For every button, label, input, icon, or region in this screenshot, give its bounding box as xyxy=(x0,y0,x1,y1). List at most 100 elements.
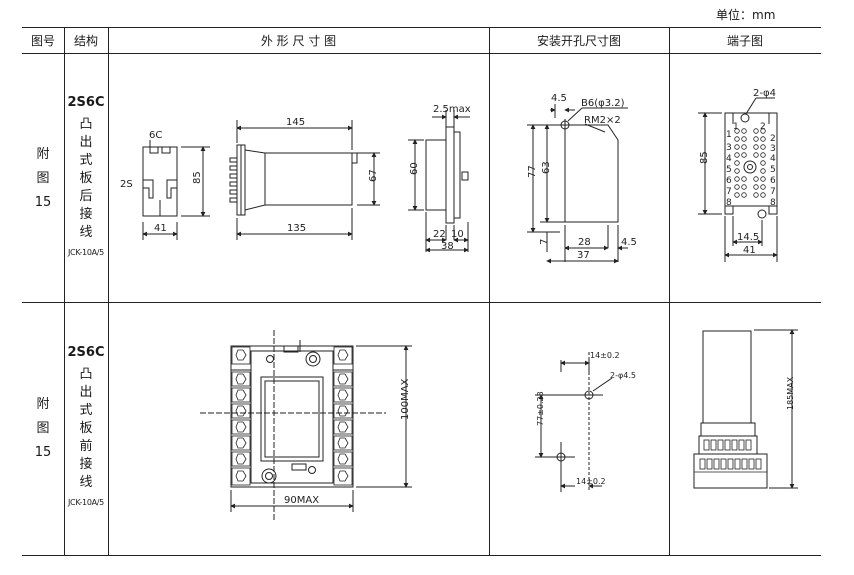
col-divider-3 xyxy=(489,27,490,555)
fig-no-char: 附 xyxy=(36,397,50,412)
structure-char: 凸 xyxy=(79,117,93,132)
structure-char: 式 xyxy=(79,403,93,418)
row2-figure-no: 附 图 15 xyxy=(22,393,64,465)
col-divider-1 xyxy=(64,27,65,555)
dim-rm2x2: RM2×2 xyxy=(584,115,621,126)
row2-mount-view xyxy=(535,352,613,492)
fig-no-char: 15 xyxy=(34,195,52,210)
terminal-number: 8 xyxy=(770,198,776,208)
table-top-border xyxy=(22,27,821,28)
dim-2s: 2S xyxy=(120,179,133,190)
dim-185max: 185MAX xyxy=(786,376,795,410)
dim-14-bottom: 14±0.2 xyxy=(576,477,606,486)
row1-side-view-a xyxy=(142,140,210,240)
terminal-number: 8 xyxy=(726,198,732,208)
header-bottom-border xyxy=(22,53,821,54)
row1-terminal-view xyxy=(698,97,778,262)
fig-no-char: 15 xyxy=(34,445,52,460)
dim-2-phi4-5: 2-φ4.5 xyxy=(610,371,636,380)
col-divider-4 xyxy=(669,27,670,555)
dim-135: 135 xyxy=(287,223,306,234)
header-terminal: 端子图 xyxy=(726,34,763,48)
terminal-number: 3 xyxy=(726,143,732,153)
row1-figure-no: 附 图 15 xyxy=(22,143,64,215)
row2-structure: 2S6C 凸 出 式 板 前 接 线 JCK-10A/5 xyxy=(64,345,108,507)
row-divider xyxy=(22,302,821,303)
dim-41-terminal: 41 xyxy=(743,245,756,256)
structure-char: 线 xyxy=(79,475,93,490)
dim-145: 145 xyxy=(286,117,305,128)
dim-28: 28 xyxy=(578,237,591,248)
row1-structure: 2S6C 凸 出 式 板 后 接 线 JCK-10A/5 xyxy=(64,95,108,257)
terminal-number: 5 xyxy=(770,165,776,175)
table-bottom-border xyxy=(22,555,821,556)
terminal-label-1: 1 xyxy=(733,122,739,132)
row2-front-view xyxy=(200,330,412,520)
header-figure-no: 图号 xyxy=(30,34,55,48)
dim-77: 77 xyxy=(527,165,538,178)
model-code: JCK-10A/5 xyxy=(68,498,104,507)
dim-37: 37 xyxy=(577,250,590,261)
dim-10: 10 xyxy=(451,229,464,240)
dim-85: 85 xyxy=(192,171,203,184)
terminal-number-column-left: 1 3 4 5 6 7 8 xyxy=(726,130,732,208)
row1-side-view-b xyxy=(408,110,470,253)
dim-77-tol: 77±0.23 xyxy=(536,391,545,426)
row1-terminal-pins xyxy=(734,128,766,198)
structure-char: 凸 xyxy=(79,367,93,382)
structure-char: 出 xyxy=(79,135,93,150)
dim-14-top: 14±0.2 xyxy=(590,351,620,360)
dim-2-5max: 2.5max xyxy=(433,104,471,115)
dim-100max: 100MAX xyxy=(400,378,411,420)
structure-char: 式 xyxy=(79,153,93,168)
dim-b6: B6(φ3.2) xyxy=(581,98,625,109)
dim-14-5: 14.5 xyxy=(737,232,759,243)
structure-char: 后 xyxy=(79,189,93,204)
dim-4-5-top: 4.5 xyxy=(551,93,567,104)
terminal-number: 3 xyxy=(770,144,776,154)
dim-85-terminal: 85 xyxy=(699,151,710,164)
header-structure: 结构 xyxy=(73,34,98,48)
structure-code: 2S6C xyxy=(67,95,105,110)
structure-char: 板 xyxy=(79,421,93,436)
structure-char: 板 xyxy=(79,171,93,186)
terminal-number: 7 xyxy=(770,187,776,197)
dim-6c: 6C xyxy=(149,130,162,141)
structure-char: 接 xyxy=(79,457,93,472)
row2-terminal-view xyxy=(693,329,798,489)
terminal-label-2: 2 xyxy=(760,122,766,132)
dim-63: 63 xyxy=(541,161,552,174)
terminal-number: 6 xyxy=(770,176,776,186)
model-code: JCK-10A/5 xyxy=(68,248,104,257)
row2-terminal-blocks xyxy=(231,346,353,486)
fig-no-char: 图 xyxy=(36,421,50,436)
row1-mount-view xyxy=(527,104,628,264)
fig-no-char: 图 xyxy=(36,171,50,186)
dim-38: 38 xyxy=(441,241,454,252)
header-outline: 外 形 尺 寸 图 xyxy=(260,34,337,48)
terminal-number-column-right: 2 3 4 5 6 7 8 xyxy=(770,134,776,208)
dim-67: 67 xyxy=(368,169,379,182)
row1-front-view xyxy=(229,120,380,240)
dim-7: 7 xyxy=(539,239,550,245)
fig-no-char: 附 xyxy=(36,147,50,162)
dim-2-phi4: 2-φ4 xyxy=(753,88,776,99)
unit-label: 单位：mm xyxy=(716,8,776,22)
terminal-number: 1 xyxy=(726,130,732,140)
row2-terminal-slots xyxy=(694,439,767,473)
terminal-number: 7 xyxy=(726,187,732,197)
terminal-number: 6 xyxy=(726,176,732,186)
terminal-number: 5 xyxy=(726,165,732,175)
col-divider-2 xyxy=(108,27,109,555)
terminal-number: 2 xyxy=(770,134,776,144)
dim-41: 41 xyxy=(154,223,167,234)
header-mounting: 安装开孔尺寸图 xyxy=(536,34,621,48)
dim-90max: 90MAX xyxy=(284,495,319,506)
dim-22: 22 xyxy=(433,229,446,240)
structure-char: 出 xyxy=(79,385,93,400)
terminal-number: 4 xyxy=(726,154,732,164)
structure-char: 线 xyxy=(79,225,93,240)
structure-char: 接 xyxy=(79,207,93,222)
dim-60: 60 xyxy=(409,162,420,175)
